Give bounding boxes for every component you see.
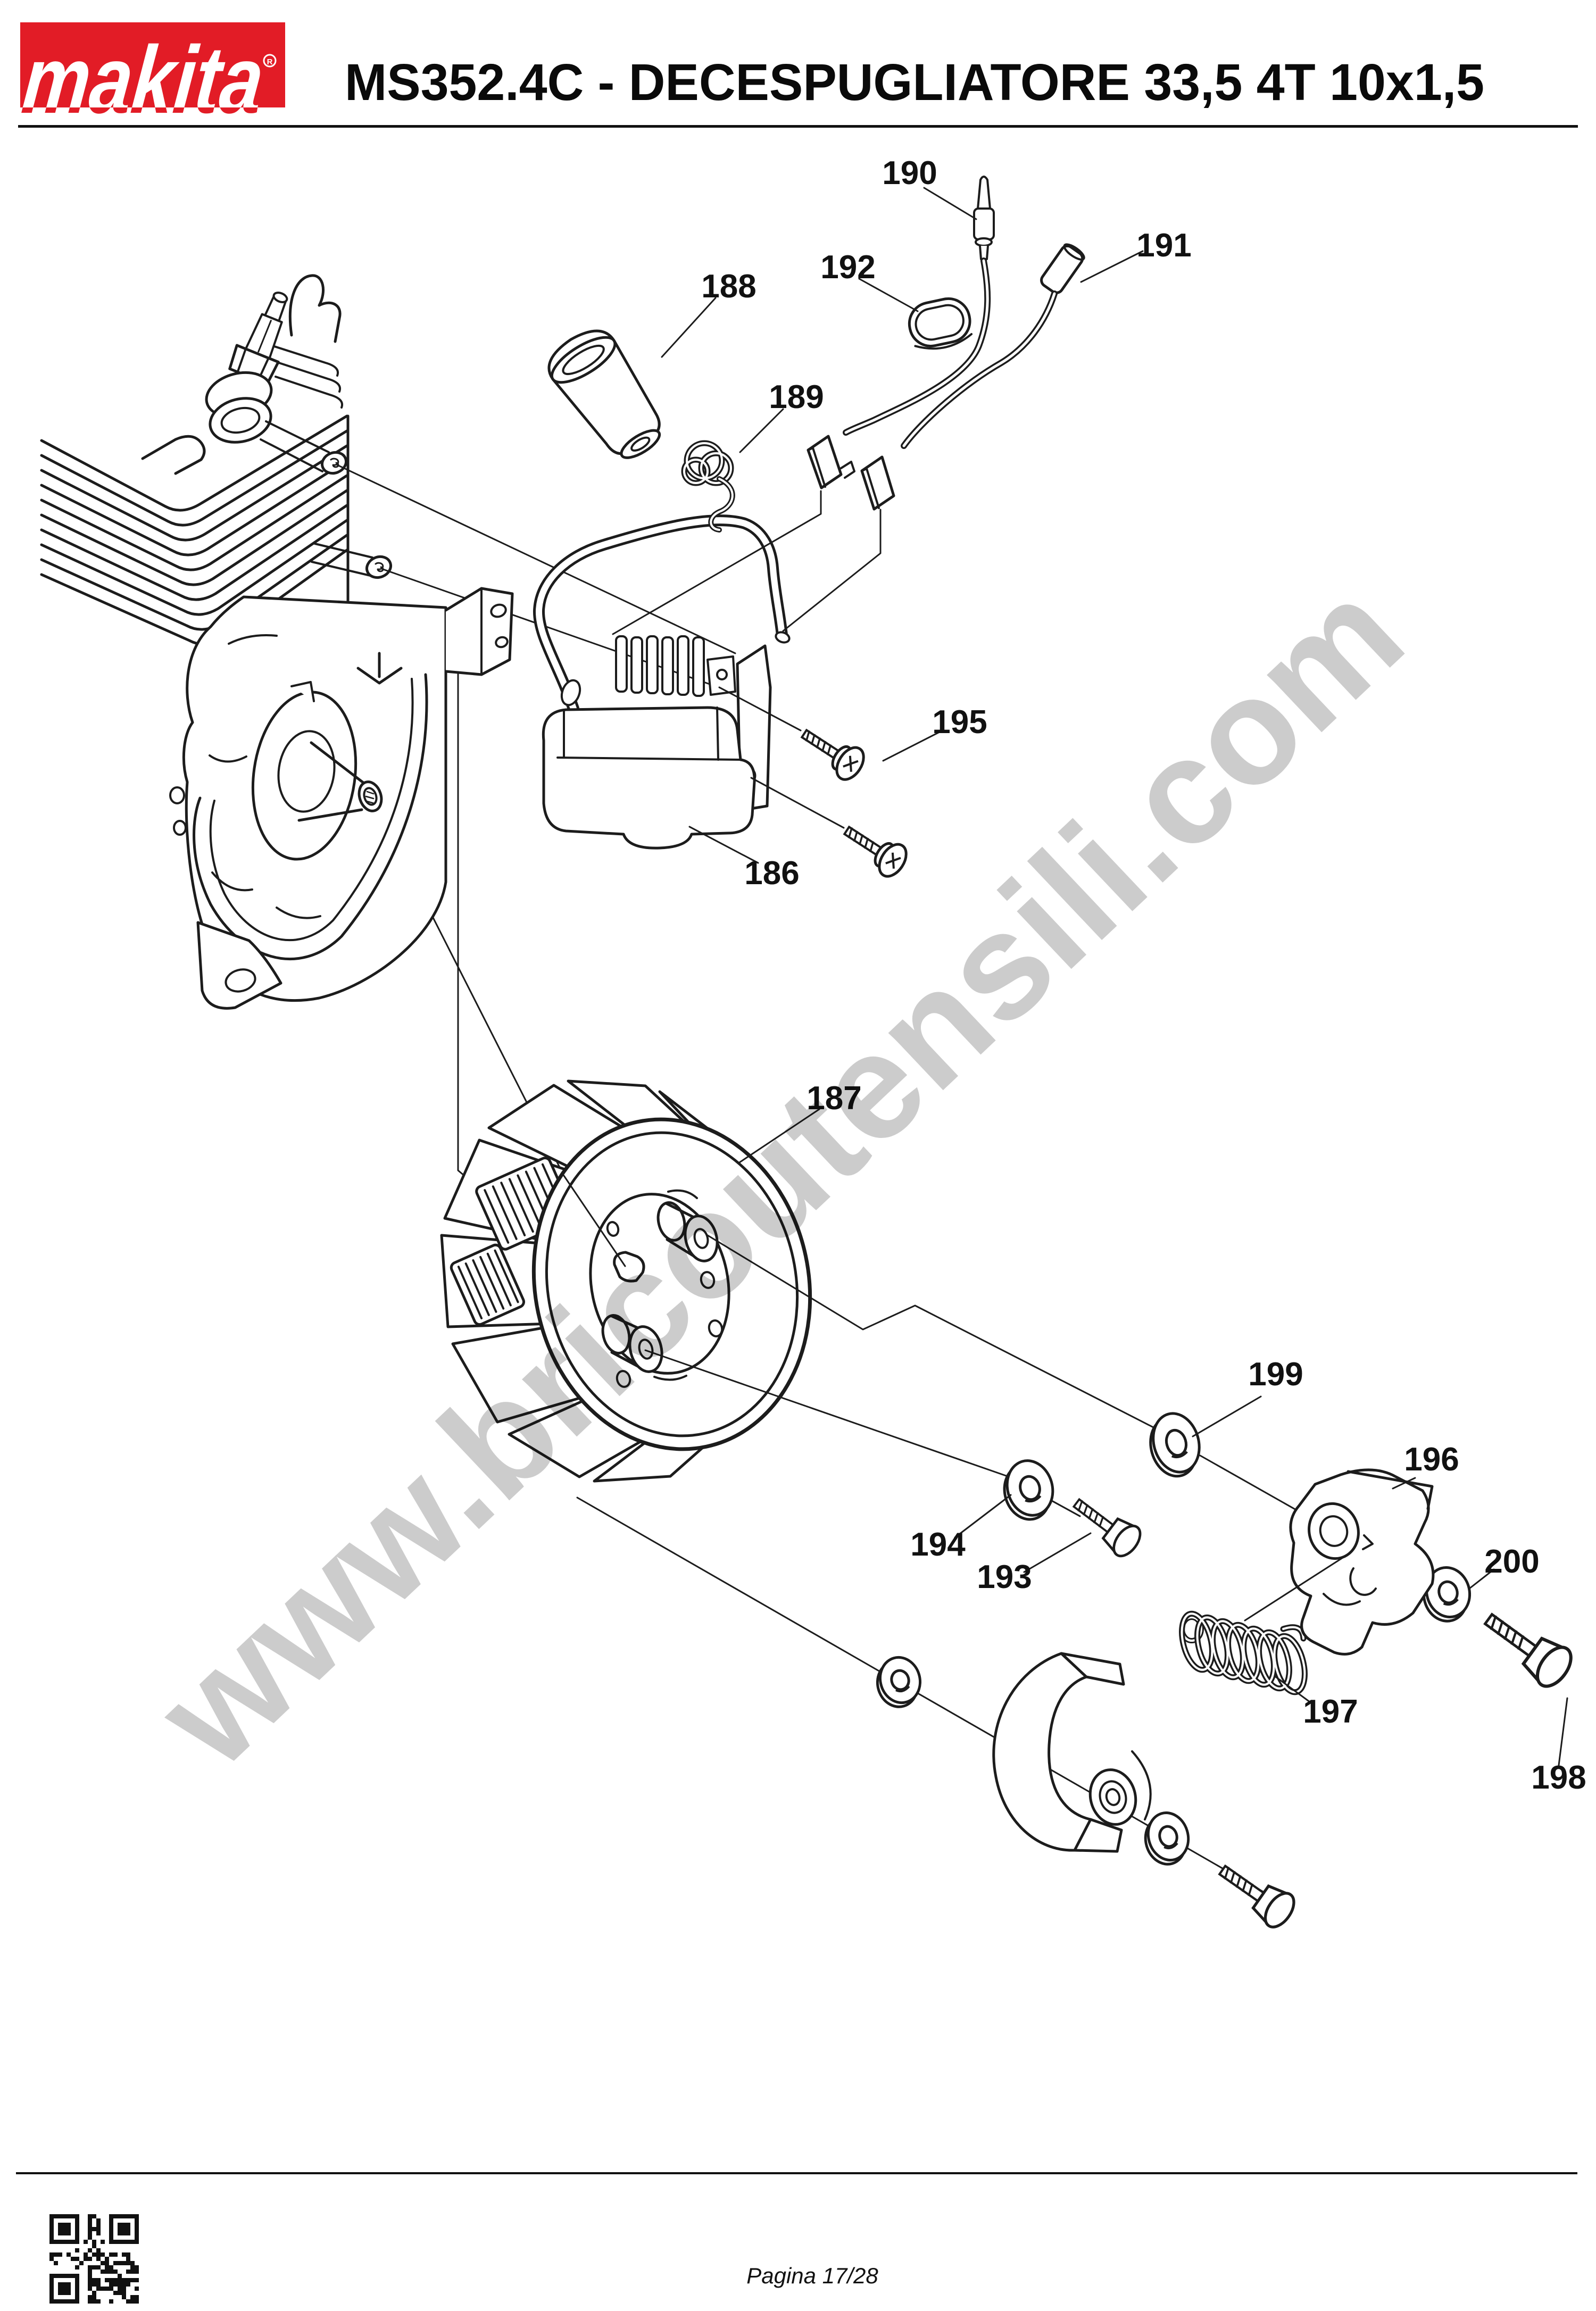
svg-text:MS352.4C - DECESPUGLIATORE 33,: MS352.4C - DECESPUGLIATORE 33,5 4T 10x1,… [345,53,1484,111]
svg-text:188: 188 [701,268,756,305]
svg-text:makita: makita [18,27,269,133]
svg-text:197: 197 [1303,1693,1358,1730]
svg-text:191: 191 [1136,227,1191,264]
svg-text:R: R [267,57,273,66]
svg-text:198: 198 [1531,1759,1586,1796]
svg-text:199: 199 [1248,1356,1303,1393]
svg-text:200: 200 [1484,1543,1539,1580]
svg-text:190: 190 [882,155,937,192]
svg-text:189: 189 [769,379,824,415]
svg-text:194: 194 [910,1526,966,1563]
svg-text:195: 195 [932,704,987,741]
svg-text:193: 193 [977,1559,1032,1595]
svg-text:186: 186 [744,855,799,892]
svg-text:Pagina 17/28: Pagina 17/28 [746,2263,878,2288]
svg-text:192: 192 [820,249,875,286]
svg-text:187: 187 [807,1080,861,1117]
svg-text:196: 196 [1404,1441,1459,1478]
